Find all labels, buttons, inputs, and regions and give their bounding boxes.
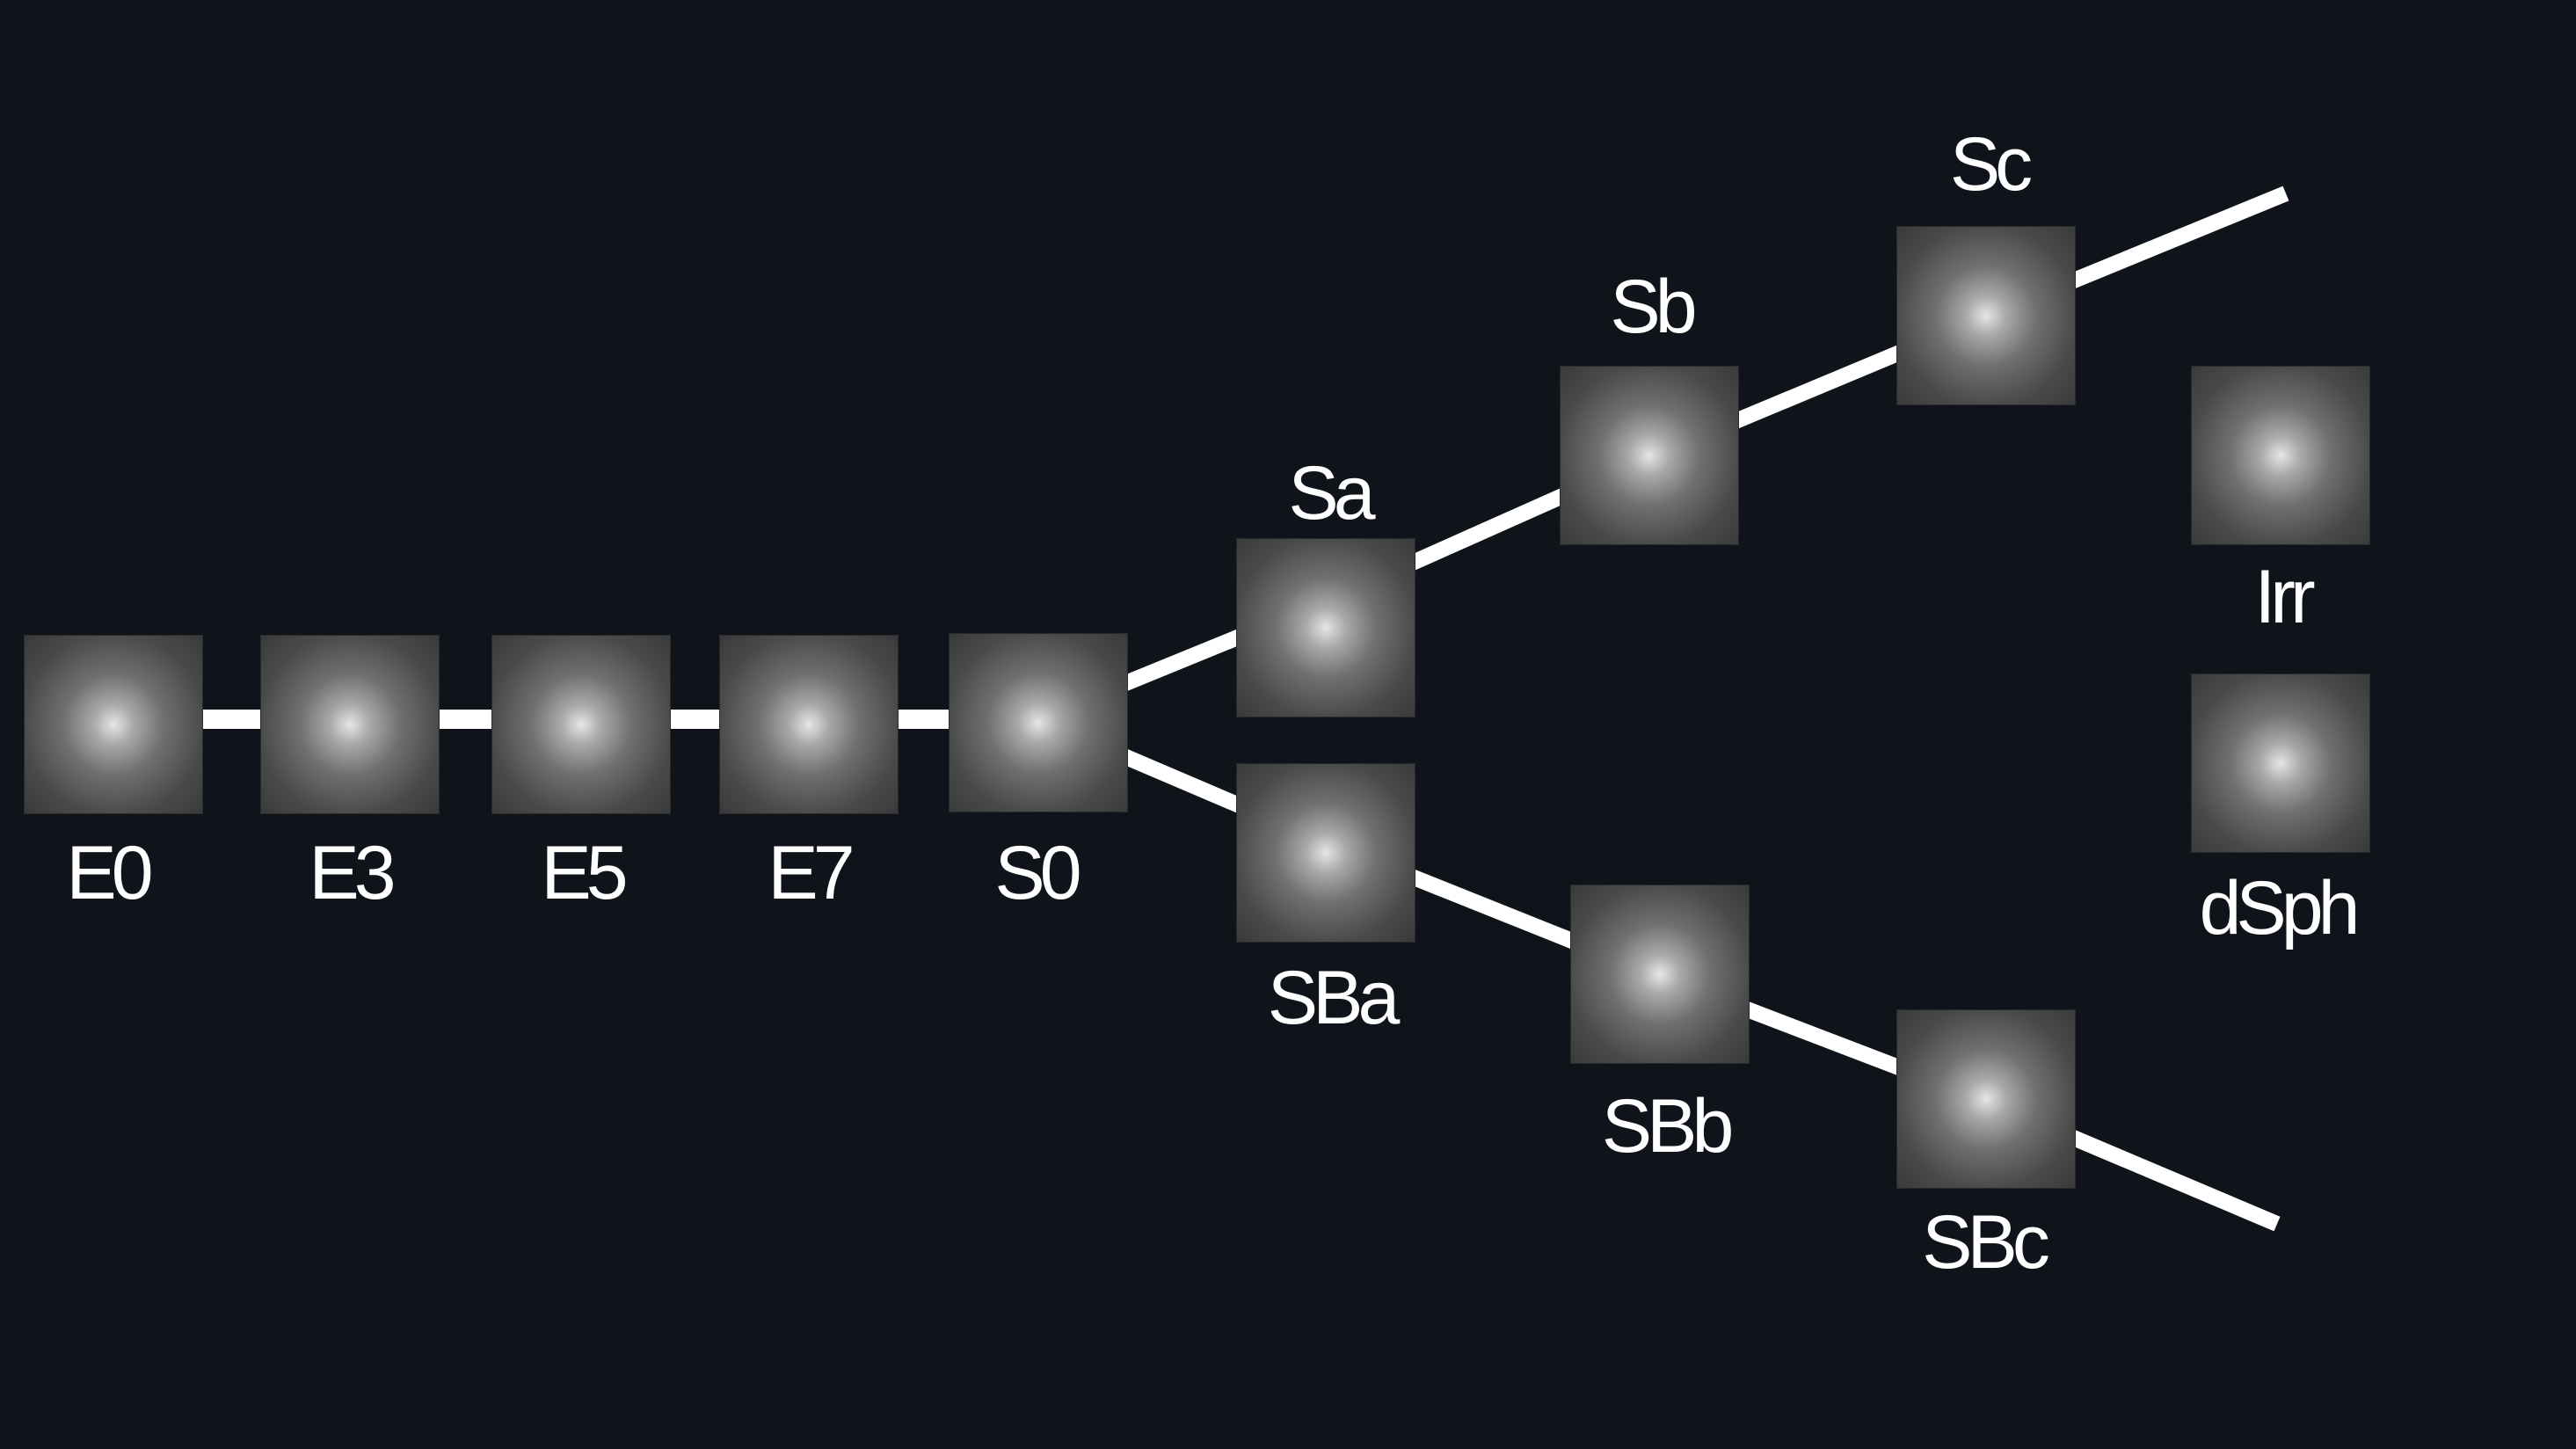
label-dsph: dSph — [2199, 866, 2361, 950]
label-e7: E7 — [768, 831, 855, 915]
sa-image — [1236, 538, 1415, 717]
e3-image — [260, 635, 440, 814]
e5-image — [491, 635, 671, 814]
sb-image — [1560, 366, 1739, 545]
label-sc: Sc — [1949, 122, 2033, 207]
sbb-image — [1570, 885, 1750, 1064]
label-e0: E0 — [66, 831, 153, 915]
label-sba: SBa — [1267, 956, 1401, 1040]
label-sbc: SBc — [1922, 1200, 2050, 1285]
sba-image — [1236, 763, 1415, 943]
label-s0: S0 — [994, 831, 1081, 915]
label-sb: Sb — [1610, 265, 1697, 349]
label-sbb: SBb — [1601, 1084, 1735, 1169]
label-irr: Irr — [2254, 555, 2315, 639]
e7-image — [719, 635, 899, 814]
label-sa: Sa — [1288, 451, 1375, 535]
sc-image — [1896, 226, 2076, 405]
label-e3: E3 — [309, 831, 396, 915]
dsph-image — [2191, 674, 2370, 853]
label-e5: E5 — [541, 831, 628, 915]
irr-image — [2191, 366, 2370, 545]
s0-image — [949, 633, 1128, 812]
e0-image — [24, 635, 203, 814]
sbc-image — [1896, 1009, 2076, 1189]
